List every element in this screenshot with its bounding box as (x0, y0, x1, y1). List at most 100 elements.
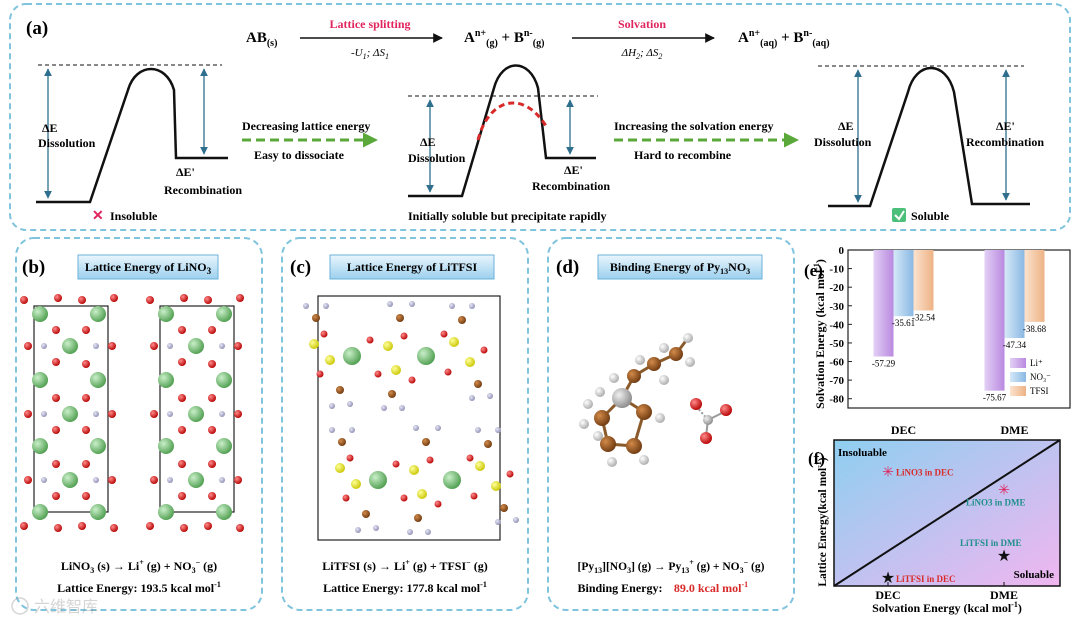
panel-f-soluable: Soluable (1014, 569, 1054, 581)
linO3-crystal (20, 294, 244, 532)
recombination-label-1: Recombination (164, 183, 242, 197)
panel-d-energy-value: 89.0 kcal mol-1 (674, 580, 748, 595)
e-ytick-label: -60 (829, 357, 844, 369)
e-bar-dec-2 (913, 250, 934, 311)
recombination-label-3: Recombination (966, 135, 1044, 149)
dE-label-1: ΔE (42, 121, 58, 135)
dissolution-label-2: Dissolution (408, 151, 466, 165)
arrow2-bottom-text: Hard to recombine (634, 148, 732, 162)
panel-b-energy: Lattice Energy: 193.5 kcal mol-1 (57, 580, 221, 595)
panel-e-label: (e) (804, 261, 823, 280)
panel-f-diagonal (833, 439, 1061, 587)
panel-f-ylabel: Lattice Energy(kcal mol-1) (814, 457, 829, 586)
caption-soluble: Soluble (911, 209, 950, 223)
e-ytick-label: -50 (829, 338, 844, 350)
panel-c: (c) Lattice Energy of LiTFSI (281, 237, 529, 611)
e-bar-value-label: -32.54 (912, 312, 936, 322)
energy-profile-soluble: ΔE Dissolution ΔE' Recombination Soluble (814, 65, 1044, 223)
dissolution-label-3: Dissolution (814, 135, 872, 149)
dE-label-2: ΔE (420, 135, 436, 149)
e-ytick-label: 0 (839, 245, 845, 257)
e-legend-swatch (1010, 358, 1026, 368)
e-ytick-label: -10 (829, 264, 844, 276)
panel-e-xticks: DEC DME (891, 423, 1029, 437)
tfsi-row-bottom (329, 425, 519, 535)
panel-d-energy-prefix: Binding Energy: (577, 581, 662, 595)
e-xtick-dec: DEC (891, 423, 916, 437)
e-bar-dme-0 (984, 250, 1005, 391)
panel-c-label: (c) (290, 257, 311, 278)
e-ytick-label: -30 (829, 301, 844, 313)
f-marker-star: ★ (997, 548, 1011, 565)
energy-profile-precipitate: ΔE Dissolution ΔE' Recombination Initial… (408, 64, 610, 223)
e-legend-label: TFSI (1030, 386, 1049, 396)
panel-e-axes (847, 249, 1071, 409)
energy-profile-insoluble: ΔE Dissolution ΔE' Recombination ✕ Insol… (36, 64, 242, 224)
panel-d-title-box (597, 254, 763, 280)
panel-e-yticks: 0-10-20-30-40-50-60-70-80 (829, 245, 852, 406)
e-bar-dec-1 (893, 250, 914, 317)
e-bar-dec-0 (873, 250, 894, 357)
e-bar-dme-2 (1024, 250, 1045, 322)
panel-b: (b) Lattice Energy of LiNO3 (15, 237, 263, 611)
f-point-label: LiTFSI in DEC (896, 574, 956, 584)
e-ytick-label: -80 (829, 394, 844, 406)
arrow2-top-text: Increasing the solvation energy (614, 119, 773, 133)
f-xtick-dme: DME (990, 588, 1018, 602)
e-legend-swatch (1010, 386, 1026, 396)
panel-c-title: Lattice Energy of LiTFSI (347, 260, 478, 274)
insoluble-x-icon: ✕ (92, 209, 104, 224)
panel-e: (e) Solvation Energy (kcal mol-1) 0-10-2… (804, 245, 1071, 437)
py13-molecule (579, 333, 695, 467)
dEp-label-2: ΔE' (564, 163, 583, 177)
f-point-label: LiNO3 in DME (966, 498, 1026, 508)
e-bar-value-label: -38.68 (1023, 324, 1047, 334)
dE-label-3: ΔE (838, 119, 854, 133)
panel-d-reaction: [Py13][NO3] (g) → Py13+ (g) + NO3− (g) (578, 558, 765, 575)
lattice-splitting-label: Lattice splitting (330, 17, 411, 31)
panel-f-insoluable: Insoluable (838, 447, 887, 459)
panel-e-legend: Li⁺ NO₃⁻ TFSI (1010, 358, 1051, 396)
panel-f-points: ✳LiNO3 in DEC✳LiNO3 in DME★LiTFSI in DME… (881, 466, 1026, 587)
gas-ions: An+(g) + Bn-(g) (464, 28, 544, 49)
e-bar-value-label: -75.67 (983, 393, 1007, 403)
watermark: 六维智库 (11, 597, 98, 616)
e-legend-label: Li⁺ (1030, 358, 1043, 368)
e-legend-label: NO₃⁻ (1030, 372, 1051, 382)
dEp-label-3: ΔE' (996, 119, 1015, 133)
panel-f-xlabel: Solvation Energy (kcal mol-1) (872, 600, 1022, 615)
e-bar-dme-1 (1004, 250, 1025, 338)
panel-e-bars: -57.29-35.61-32.54-75.67-47.34-38.68 (872, 250, 1047, 403)
no3-anion (690, 398, 732, 444)
arrow1-bottom-text: Easy to dissociate (254, 148, 345, 162)
solvation-params: ΔH2; ΔS2 (621, 47, 663, 61)
f-point-label: LiTFSI in DME (960, 538, 1022, 548)
panel-d: (d) Binding Energy of Py13NO3 (547, 237, 795, 611)
f-point-label: LiNO3 in DEC (896, 468, 954, 478)
watermark-text: 六维智库 (34, 598, 98, 616)
caption-insoluble: Insoluble (110, 209, 158, 223)
ab-solid: AB(s) (246, 30, 277, 49)
panel-c-reaction: LiTFSI (s) → Li+ (g) + TFSI− (g) (322, 558, 487, 573)
solvation-label: Solvation (618, 17, 666, 31)
panel-f: (f) Lattice Energy(kcal mol-1) Insoluabl… (808, 439, 1061, 615)
panel-d-title: Binding Energy of Py13NO3 (610, 260, 750, 276)
watermark-logo-icon (11, 597, 29, 615)
dissolution-label-1: Dissolution (38, 136, 96, 150)
dEp-label-1: ΔE' (176, 165, 195, 179)
e-xtick-dme: DME (1001, 423, 1029, 437)
panel-b-label: (b) (22, 257, 45, 278)
caption-precipitate: Initially soluble but precipitate rapidl… (408, 209, 606, 223)
e-ytick-label: -40 (829, 319, 844, 331)
panel-a: (a) AB(s) Lattice splitting -U1; ΔS1 An+… (9, 3, 1071, 231)
panel-b-title: Lattice Energy of LiNO3 (85, 260, 212, 276)
lattice-splitting-params: -U1; ΔS1 (351, 47, 389, 61)
panel-b-title-box (77, 254, 219, 280)
arrow1-top-text: Decreasing lattice energy (242, 119, 370, 133)
f-marker-asterisk: ✳ (998, 484, 1010, 499)
panel-c-title-box (329, 254, 495, 280)
recombination-label-2: Recombination (532, 179, 610, 193)
panel-e-ylabel: Solvation Energy (kcal mol-1) (812, 259, 827, 409)
panel-f-label: (f) (808, 449, 825, 468)
